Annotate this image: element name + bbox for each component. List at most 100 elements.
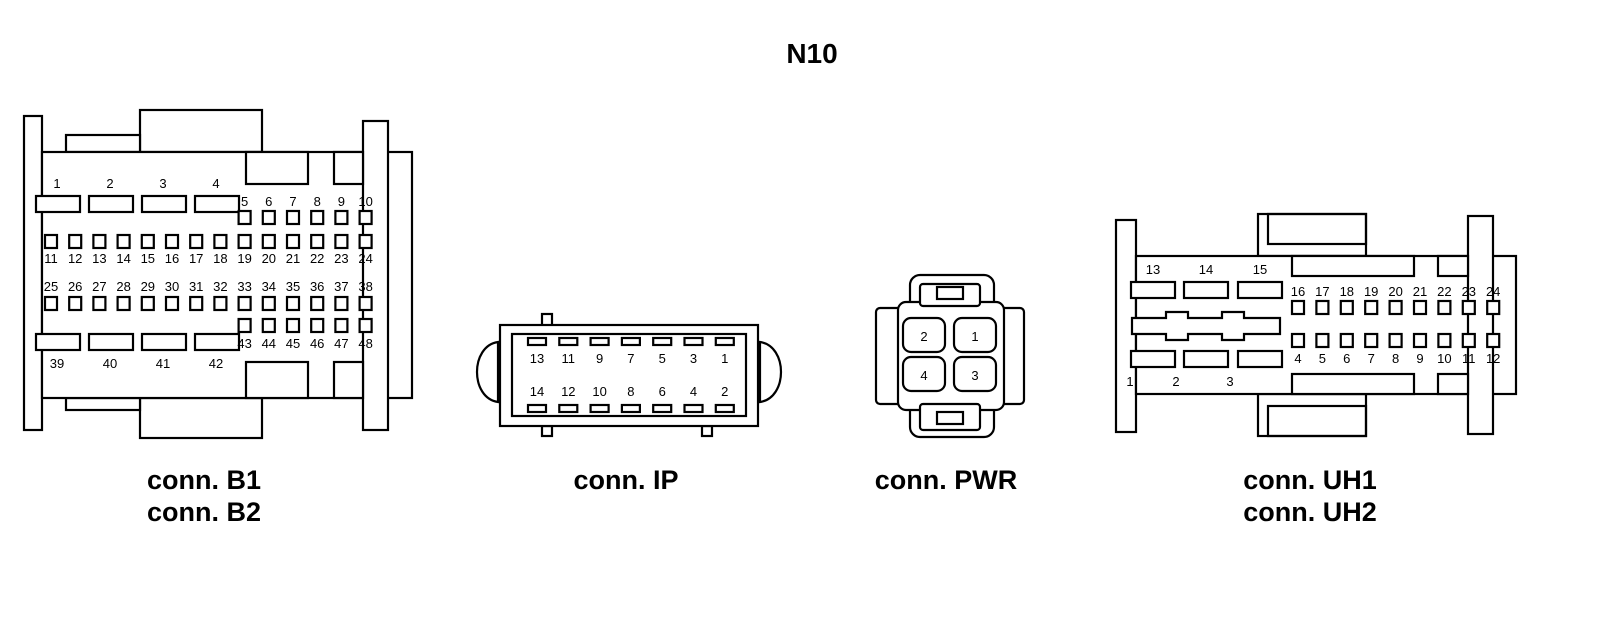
- pin-number: 17: [189, 251, 203, 266]
- pin-number: 6: [659, 384, 666, 399]
- pin-number: 37: [334, 279, 348, 294]
- pin-number: 13: [1146, 262, 1160, 277]
- pin-number: 14: [116, 251, 130, 266]
- cavity-small: [116, 295, 131, 312]
- power-cavity: [952, 316, 998, 354]
- pin-number: 14: [1199, 262, 1213, 277]
- pin-number: 4: [1294, 351, 1301, 366]
- pin-number: 44: [262, 336, 276, 351]
- pin-number: 39: [50, 356, 64, 371]
- connector-ip-right-ear: [758, 340, 782, 404]
- pin-number: 16: [1291, 284, 1305, 299]
- cavity-flat: [589, 403, 610, 414]
- connector-uh1-label: conn. UH1: [1243, 465, 1377, 495]
- cavity-flat: [683, 403, 704, 414]
- connector-b2-label: conn. B2: [147, 497, 261, 527]
- connector-pwr-bottom-key: [935, 410, 965, 426]
- pin-number: 20: [262, 251, 276, 266]
- pin-number: 12: [1486, 351, 1500, 366]
- pin-number: 8: [627, 384, 634, 399]
- cavity-wide: [87, 332, 135, 352]
- cavity-wide: [1129, 280, 1177, 300]
- connector-ip-foot: [700, 424, 714, 438]
- pin-number: 2: [106, 176, 113, 191]
- diagram-title: N10: [786, 38, 837, 69]
- cavity-small: [310, 233, 325, 250]
- connector-uh-key: [1290, 372, 1416, 396]
- pin-number: 5: [659, 351, 666, 366]
- cavity-small: [140, 233, 155, 250]
- cavity-wide: [1236, 280, 1284, 300]
- cavity-wide: [140, 332, 188, 352]
- connector-pwr-top-key: [935, 285, 965, 301]
- pin-number: 7: [1368, 351, 1375, 366]
- cavity-small: [237, 317, 252, 334]
- pin-number: 34: [262, 279, 276, 294]
- pin-number: 5: [1319, 351, 1326, 366]
- cavity-small: [237, 233, 252, 250]
- cavity-wide: [1182, 280, 1230, 300]
- cavity-small: [1315, 332, 1330, 349]
- connector-ip-foot: [540, 424, 554, 438]
- cavity-small: [285, 317, 301, 334]
- cavity-small: [1486, 299, 1501, 316]
- cavity-small: [261, 209, 276, 226]
- pin-number: 5: [241, 194, 248, 209]
- cavity-small: [1315, 299, 1330, 316]
- pin-number: 3: [971, 368, 978, 383]
- power-cavity: [901, 355, 947, 393]
- connector-b-bottom-latch: [138, 396, 264, 440]
- power-cavity: [901, 316, 947, 354]
- pin-number: 1: [53, 176, 60, 191]
- pin-number: 12: [68, 251, 82, 266]
- cavity-flat: [526, 336, 548, 347]
- cavity-small: [116, 233, 131, 250]
- pin-number: 11: [562, 351, 576, 366]
- pin-number: 26: [68, 279, 82, 294]
- pin-number: 23: [1462, 284, 1476, 299]
- pin-number: 4: [920, 368, 927, 383]
- pin-number: 25: [44, 279, 58, 294]
- pin-number: 3: [690, 351, 697, 366]
- cavity-small: [1388, 299, 1403, 316]
- connector-uh-bottom-latch: [1256, 392, 1368, 438]
- connector-uh-right-post: [1466, 214, 1495, 436]
- cavity-flat: [652, 403, 673, 414]
- connector-uh2-label: conn. UH2: [1243, 497, 1377, 527]
- cavity-small: [213, 233, 228, 250]
- pin-number: 47: [334, 336, 348, 351]
- pin-number: 41: [156, 356, 170, 371]
- cavity-small: [1388, 332, 1403, 349]
- pin-number: 1: [1126, 374, 1133, 389]
- cavity-wide: [34, 194, 82, 214]
- cavity-flat: [683, 336, 704, 347]
- cavity-wide: [193, 332, 241, 352]
- connector-uh-center-rib: [1130, 310, 1282, 342]
- cavity-small: [1412, 332, 1428, 349]
- pin-number: 45: [286, 336, 300, 351]
- cavity-small: [1364, 299, 1379, 316]
- pin-number: 13: [530, 351, 544, 366]
- pin-number: 14: [530, 384, 544, 399]
- cavity-flat: [652, 336, 673, 347]
- pin-number: 9: [1416, 351, 1423, 366]
- pin-number: 21: [1413, 284, 1427, 299]
- connector-b-top-rail: [64, 133, 142, 154]
- cavity-small: [261, 317, 276, 334]
- cavity-small: [68, 233, 83, 250]
- pin-number: 30: [165, 279, 179, 294]
- pin-number: 19: [1364, 284, 1378, 299]
- pin-number: 1: [971, 329, 978, 344]
- cavity-small: [92, 295, 107, 312]
- pin-number: 28: [116, 279, 130, 294]
- cavity-small: [310, 317, 325, 334]
- pin-number: 2: [1172, 374, 1179, 389]
- cavity-wide: [1182, 349, 1230, 369]
- pin-number: 15: [141, 251, 155, 266]
- pin-number: 1: [721, 351, 728, 366]
- connector-b-key: [244, 150, 310, 186]
- cavity-small: [1364, 332, 1379, 349]
- connector-uh-key: [1436, 254, 1470, 278]
